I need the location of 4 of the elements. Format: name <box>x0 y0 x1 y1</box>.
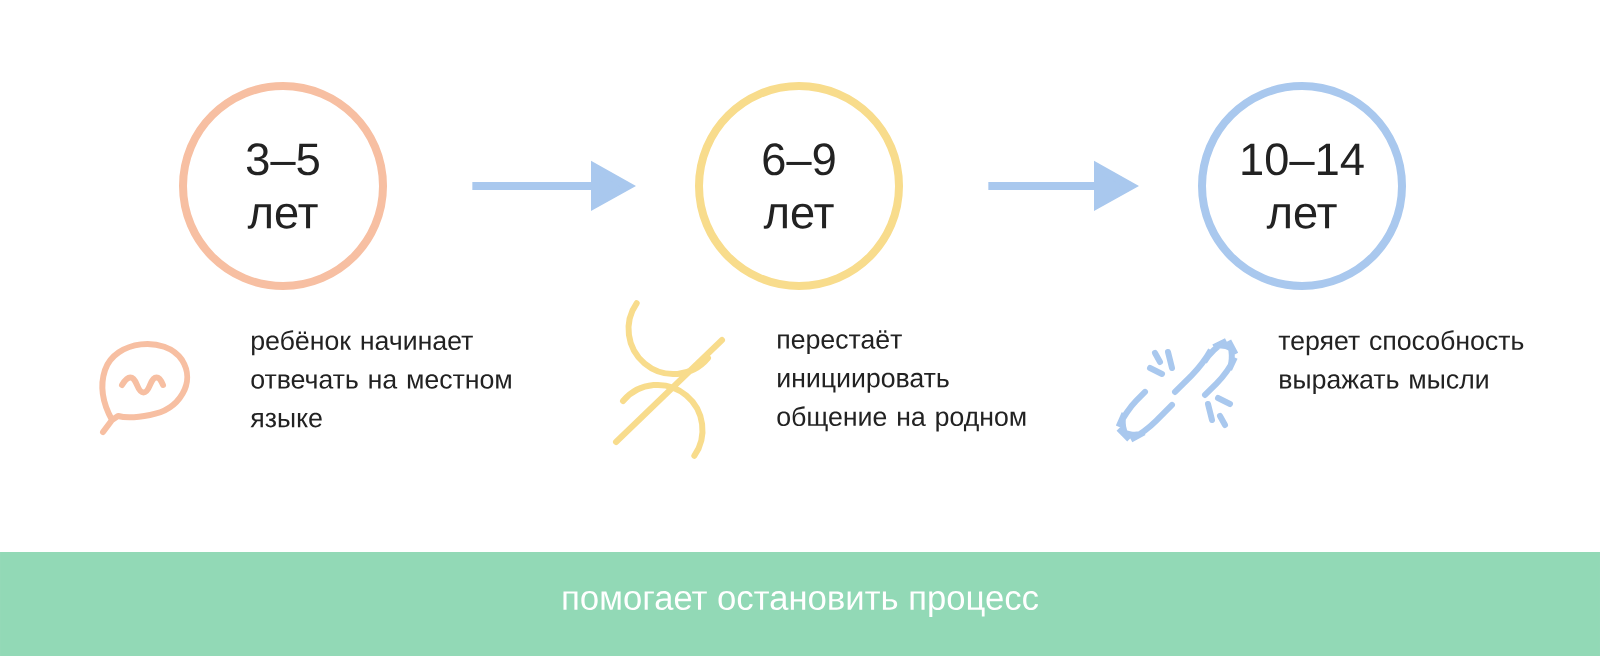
caption-text: теряет способность выражать мысли <box>1278 330 1524 395</box>
caption-text: перестаёт инициировать общение на родном <box>777 330 1026 432</box>
caption-text: ребёнок начинает отвечать на местном языке <box>250 330 511 428</box>
footer-band: помогает остановить процесс <box>0 552 1600 656</box>
